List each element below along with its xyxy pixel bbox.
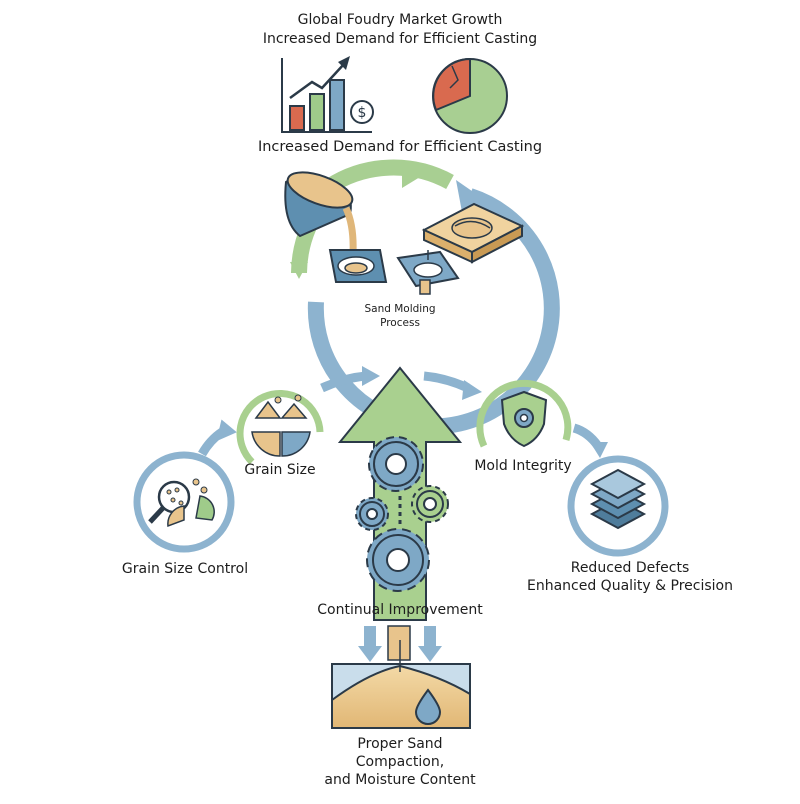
layers-stack-icon: [589, 468, 647, 530]
grain-size-control-node: [133, 451, 235, 553]
reduced-defects-node: [567, 455, 669, 557]
gears-icon: [355, 436, 449, 592]
sand-mold-icon: [396, 250, 460, 295]
dollar-icon: $: [358, 105, 367, 121]
sand-mold-icon: [328, 249, 388, 283]
header-line-2: Increased Demand for Efficient Casting: [262, 31, 538, 47]
sand-grains-icon: [254, 394, 308, 419]
grain-size-control-label: Grain Size Control: [121, 561, 249, 577]
ladle-pouring-icon: [284, 171, 357, 267]
cycle-label-line-2: Process: [380, 317, 420, 329]
compaction-label-line-3: and Moisture Content: [324, 772, 476, 788]
subtitle: Increased Demand for Efficient Casting: [257, 139, 543, 155]
compaction-label-line-2: Compaction,: [355, 754, 445, 770]
cycle-label-line-1: Sand Molding: [364, 303, 436, 315]
bar-chart-growth-icon: $: [281, 56, 374, 133]
mold-integrity-node: [476, 379, 572, 448]
water-droplet-icon: [414, 688, 442, 725]
down-arrows: [358, 625, 442, 662]
grain-size-node: [236, 389, 324, 465]
flow-arrows: [198, 366, 608, 458]
reduced-defects-label-line-2: Enhanced Quality & Precision: [526, 578, 733, 594]
growth-arrow: [337, 366, 463, 621]
reduced-defects-label-line-1: Reduced Defects: [570, 560, 690, 576]
mold-pattern-icon: [421, 202, 525, 264]
mold-integrity-label: Mold Integrity: [474, 458, 572, 474]
magnifier-icon: [148, 480, 191, 524]
shield-gear-icon: [500, 390, 548, 448]
continual-improvement-label: Continual Improvement: [317, 602, 483, 618]
pie-chart-icon: [432, 57, 508, 134]
sand-box-icon: [331, 640, 471, 729]
grain-size-label: Grain Size: [244, 462, 316, 478]
header-line-1: Global Foudry Market Growth: [297, 12, 503, 28]
compaction-label-line-1: Proper Sand: [357, 736, 443, 752]
